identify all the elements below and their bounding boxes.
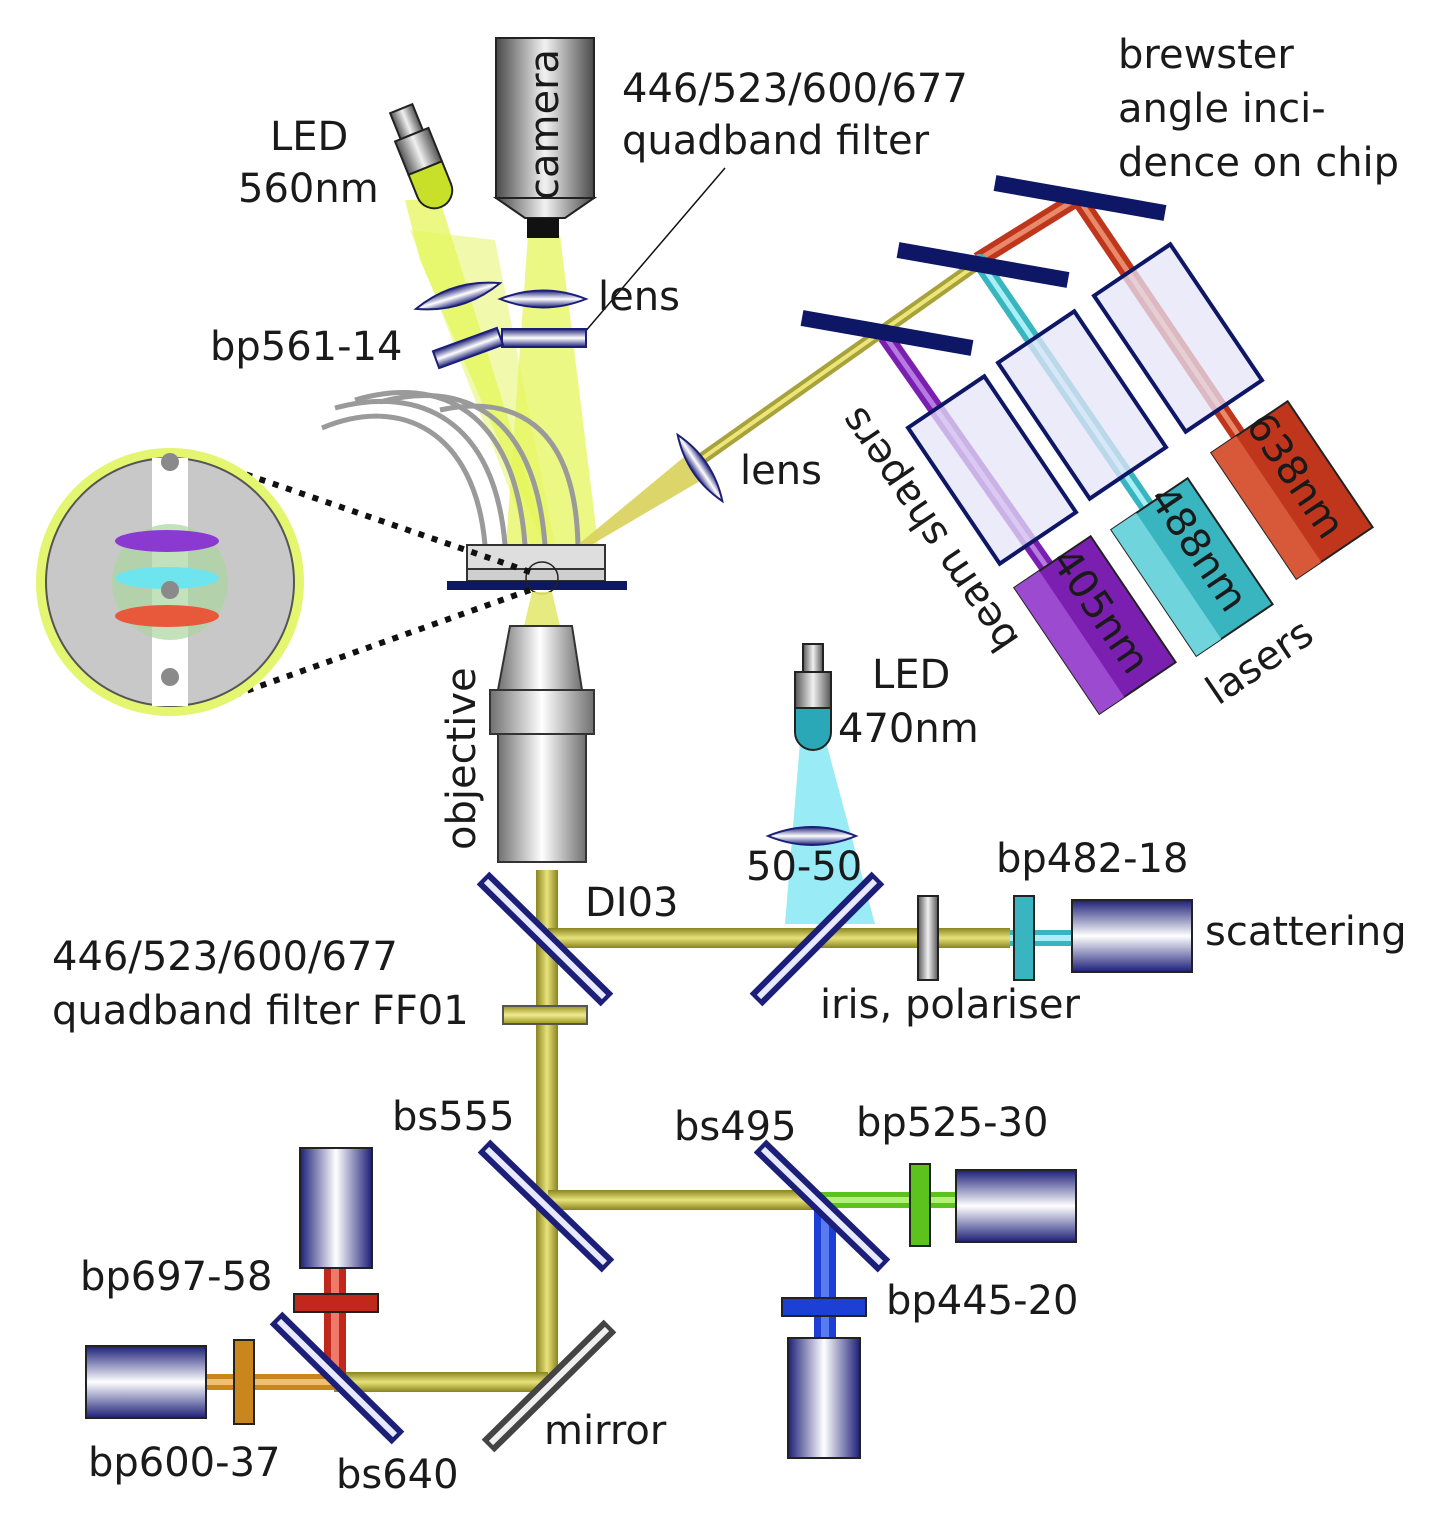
lens-mid [676,432,724,504]
fifty-fifty-label: 50-50 [746,844,862,890]
laser-488 [1109,476,1275,658]
chip [447,544,627,595]
mirror-label: mirror [544,1408,667,1454]
objective-label: objective [439,667,485,850]
bp482-label: bp482-18 [996,836,1188,882]
brewster-label-2: angle inci- [1118,86,1326,132]
bp600-label: bp600-37 [88,1440,280,1486]
beam-scattering-arm [548,928,1010,948]
beam-shaper-638 [1091,241,1265,435]
led560-label-1: LED [270,114,348,160]
bp445-label: bp445-20 [886,1278,1078,1324]
lens-led470 [765,826,859,846]
beam-shaper-488 [995,308,1169,502]
beam-vertical-main [536,870,558,1382]
bp697-filter [293,1293,379,1313]
beam-bs555-arm [548,1190,818,1210]
laser-638 [1209,399,1375,581]
fluidic-tubes [321,390,581,546]
quadband-filter-ff01 [502,1005,588,1025]
beam-focus-cone [545,452,712,572]
mirror-405 [800,310,974,356]
lens-top-left [413,281,503,311]
di03-label: DI03 [585,880,679,926]
camera-label: camera [522,49,568,200]
bp697-label: bp697-58 [80,1254,272,1300]
zoom-line-upper [209,459,531,575]
quadband-top-label-1: 446/523/600/677 [622,66,968,112]
objective-light-cone [524,592,560,626]
scattering-detector [1071,899,1193,973]
led470-label-1: LED [872,652,950,698]
bp525-filter [909,1163,931,1247]
green-detector [955,1169,1077,1243]
brewster-label-1: brewster [1118,32,1294,78]
mirror-brewster [993,175,1167,221]
blue-detector [787,1337,861,1459]
bs555-label: bs555 [392,1094,515,1140]
lens-top-right [497,289,589,309]
bp561-label: bp561-14 [210,324,402,370]
led470-label-2: 470nm [838,706,979,752]
quadband-filter-top [501,328,587,348]
scattering-label: scattering [1205,909,1407,955]
red-detector [299,1147,373,1269]
brewster-label-3: dence on chip [1118,140,1399,186]
bs640-label: bs640 [336,1452,459,1498]
lens-top-label: lens [598,274,680,320]
quadband-leader-line [577,167,726,341]
lens-mid-label: lens [740,448,822,494]
iris-polariser [917,895,939,981]
bp445-filter [781,1297,867,1317]
led-560-icon [388,102,454,210]
led-470-icon [794,643,832,751]
camera-light-cone [505,235,600,560]
bs495-label: bs495 [674,1104,797,1150]
quadband-top-label-2: quadband filter [622,118,930,164]
beam-shaper-405 [905,373,1079,567]
quadband-bottom-label-2: quadband filter FF01 [52,988,469,1034]
bp482-filter [1013,895,1035,981]
camera [492,37,598,238]
bp525-label: bp525-30 [856,1100,1048,1146]
bp600-filter [233,1339,255,1425]
bp561-filter [431,326,505,370]
objective [489,625,595,863]
orange-detector [85,1345,207,1419]
laser-405 [1012,534,1178,716]
iris-label: iris, polariser [820,982,1080,1028]
quadband-bottom-label-1: 446/523/600/677 [52,934,398,980]
led560-label-2: 560nm [238,166,379,212]
mirror-488 [896,242,1070,288]
chip-zoom-inset [36,448,304,716]
beam-mirror-arm [334,1372,548,1392]
